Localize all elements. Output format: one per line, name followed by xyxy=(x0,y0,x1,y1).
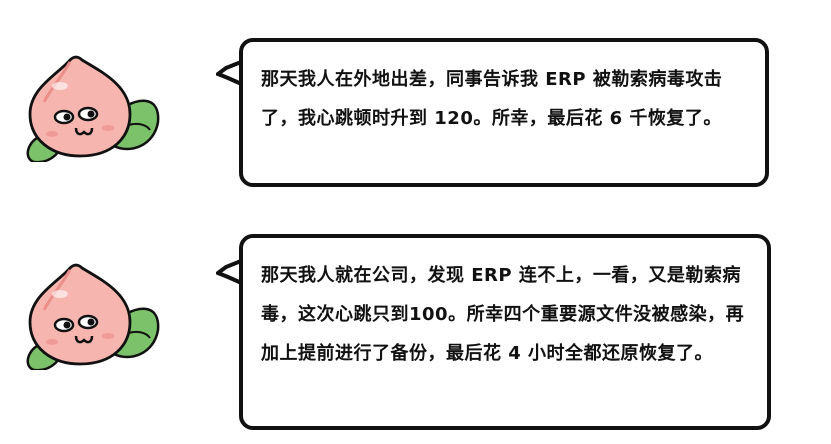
speech-bubble-1: 那天我人在外地出差，同事告诉我 ERP 被勒索病毒攻击了，我心跳顿时升到 120… xyxy=(239,38,769,187)
message-row-1: 那天我人在外地出差，同事告诉我 ERP 被勒索病毒攻击了，我心跳顿时升到 120… xyxy=(0,0,831,210)
peach-character-icon xyxy=(18,250,168,372)
message-row-2: 那天我人就在公司，发现 ERP 连不上，一看，又是勒索病毒，这次心跳只到100。… xyxy=(0,210,831,444)
speech-bubble-2: 那天我人就在公司，发现 ERP 连不上，一看，又是勒索病毒，这次心跳只到100。… xyxy=(239,234,771,430)
peach-character-icon xyxy=(18,42,168,164)
message-text-2: 那天我人就在公司，发现 ERP 连不上，一看，又是勒索病毒，这次心跳只到100。… xyxy=(261,265,745,364)
message-text-1: 那天我人在外地出差，同事告诉我 ERP 被勒索病毒攻击了，我心跳顿时升到 120… xyxy=(261,69,723,129)
